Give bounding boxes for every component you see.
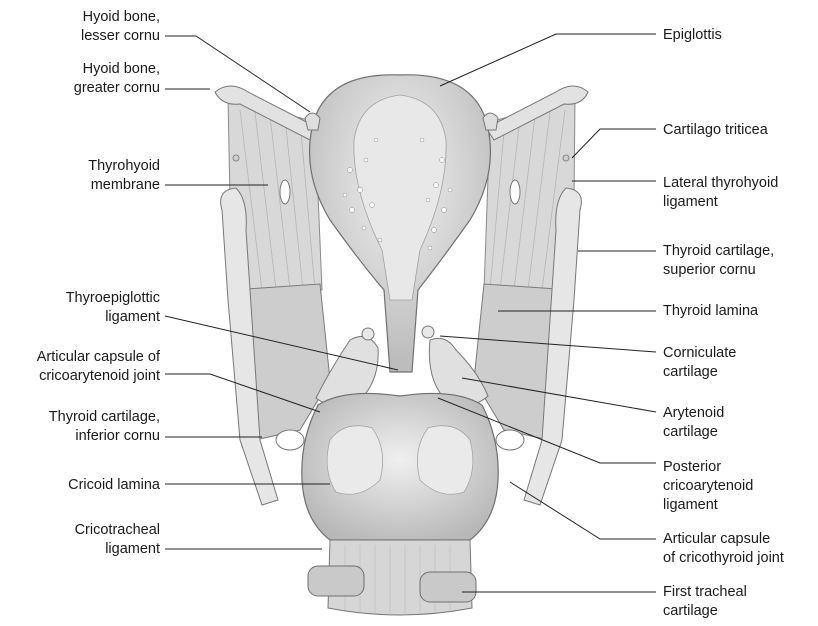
hyoid-lesser-cornu-right [483, 113, 498, 130]
label-line: Articular capsule of [37, 348, 160, 367]
label-line: ligament [663, 193, 778, 212]
label-line: Cartilago triticea [663, 121, 768, 140]
label-line: ligament [66, 308, 160, 327]
label-line: Arytenoid [663, 404, 724, 423]
leader-line [440, 34, 656, 86]
label-line: Thyroepiglottic [66, 289, 160, 308]
label-line: Hyoid bone, [74, 60, 160, 79]
leader-line [572, 129, 656, 158]
label-line: cricoarytenoid [663, 477, 753, 496]
tracheal-cartilage-right [420, 572, 476, 602]
label-triticea: Cartilago triticea [663, 121, 768, 140]
label-hyoid-greater: Hyoid bone,greater cornu [74, 60, 160, 98]
label-line: cricoarytenoid joint [37, 367, 160, 386]
label-line: Hyoid bone, [81, 8, 160, 27]
label-hyoid-lesser: Hyoid bone,lesser cornu [81, 8, 160, 46]
label-line: Thyrohyoid [88, 157, 160, 176]
label-line: Lateral thyrohyoid [663, 174, 778, 193]
label-line: Thyroid lamina [663, 302, 758, 321]
label-line: Posterior [663, 458, 753, 477]
label-line: superior cornu [663, 261, 774, 280]
label-line: Articular capsule [663, 530, 784, 549]
label-line: ligament [663, 496, 753, 515]
label-line: Cricoid lamina [68, 476, 160, 495]
label-thyroid-lamina: Thyroid lamina [663, 302, 758, 321]
label-line: First tracheal [663, 583, 747, 602]
label-line: cartilage [663, 363, 736, 382]
label-cricoid-lamina: Cricoid lamina [68, 476, 160, 495]
tracheal-cartilage-left [308, 566, 364, 596]
label-line: Thyroid cartilage, [49, 408, 160, 427]
label-line: Epiglottis [663, 26, 722, 45]
label-line: Corniculate [663, 344, 736, 363]
label-line: of cricothyroid joint [663, 549, 784, 568]
label-thyroid-superior: Thyroid cartilage,superior cornu [663, 242, 774, 280]
label-line: ligament [75, 540, 160, 559]
label-line: inferior cornu [49, 427, 160, 446]
label-line: membrane [88, 176, 160, 195]
label-line: Cricotracheal [75, 521, 160, 540]
label-line: greater cornu [74, 79, 160, 98]
label-line: cartilage [663, 602, 747, 621]
label-epiglottis: Epiglottis [663, 26, 722, 45]
label-thyroid-inferior: Thyroid cartilage,inferior cornu [49, 408, 160, 446]
label-line: lesser cornu [81, 27, 160, 46]
label-line: Thyroid cartilage, [663, 242, 774, 261]
hyoid-lesser-cornu-left [305, 113, 320, 130]
label-line: cartilage [663, 423, 724, 442]
